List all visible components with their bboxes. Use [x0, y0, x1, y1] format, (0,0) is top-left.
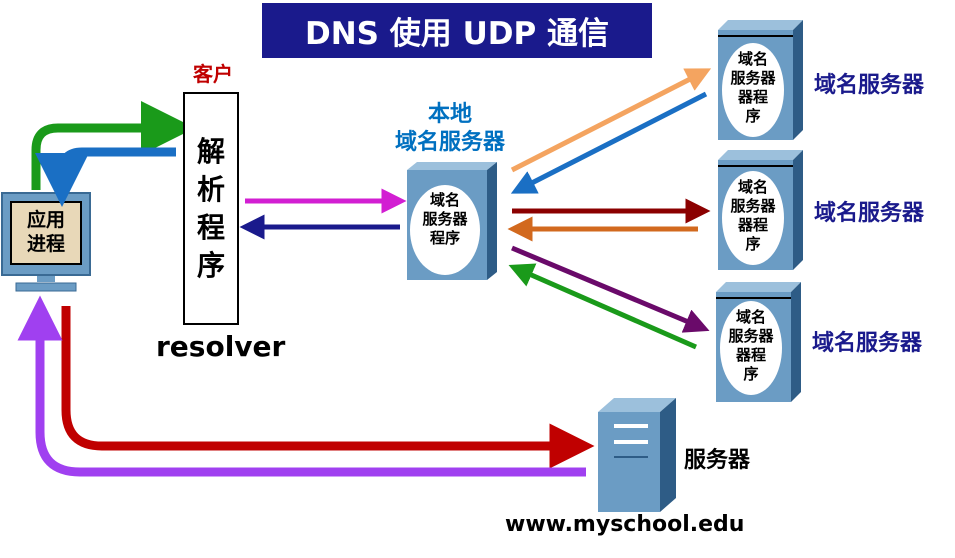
remote-dns-1-label: 域名服务器 [814, 73, 925, 98]
web-server-url: www.myschool.edu [505, 512, 745, 537]
local-dns-label-line1: 本地 [427, 102, 472, 127]
local-dns-box-line3: 程序 [429, 229, 460, 247]
remote-dns-1-line1: 域名 [737, 50, 768, 68]
remote-dns-3-line1: 域名 [735, 308, 766, 326]
remote-dns-1-line2: 服务器 [730, 69, 776, 87]
app-process-line2: 进程 [26, 233, 65, 255]
resolver-english-label: resolver [156, 330, 286, 363]
local-dns-label: 本地 域名服务器 [380, 101, 520, 157]
remote-dns-2-box-text: 域名 服务器 器程 序 [722, 178, 784, 254]
web-server-tower-icon [598, 398, 676, 512]
app-process-line1: 应用 [26, 209, 65, 231]
remote-dns-2-line2: 服务器 [730, 197, 776, 215]
remote-dns-2-line1: 域名 [737, 178, 768, 196]
app-to-resolver-arrow [31, 101, 195, 190]
remote-dns-3-line4: 序 [743, 365, 759, 383]
resolver-to-app-arrow [35, 147, 176, 207]
remote3-to-local-arrow [508, 263, 698, 350]
diagram-title: DNS 使用 UDP 通信 [262, 3, 652, 58]
local-dns-box-line1: 域名 [429, 191, 460, 209]
computer-icon [1, 192, 91, 292]
remote-dns-3-line2: 服务器 [728, 327, 774, 345]
resolver-box: 解析程序 [183, 92, 239, 325]
local-dns-box-text: 域名 服务器 程序 [410, 191, 480, 248]
local-to-remote1-arrow [510, 68, 712, 173]
app-process-label: 应用 进程 [11, 208, 81, 256]
remote-dns-1-line3: 器程 [737, 88, 768, 106]
local-dns-server-icon [407, 162, 497, 280]
remote-dns-2-line4: 序 [745, 235, 761, 253]
remote-dns-server-3-icon [716, 282, 801, 402]
webserver-to-app-arrow [17, 295, 586, 477]
remote-dns-2-line3: 器程 [737, 216, 768, 234]
remote-dns-3-line3: 器程 [735, 346, 766, 364]
remote-dns-3-label: 域名服务器 [812, 331, 923, 356]
remote-dns-1-box-text: 域名 服务器 器程 序 [722, 50, 784, 126]
remote-dns-3-box-text: 域名 服务器 器程 序 [720, 308, 782, 384]
remote-dns-1-line4: 序 [745, 107, 761, 125]
local-dns-box-line2: 服务器 [422, 210, 468, 228]
local-to-remote3-arrow [511, 245, 710, 333]
remote-dns-2-label: 域名服务器 [814, 201, 925, 226]
remote-dns-server-2-icon [718, 150, 803, 270]
local-dns-label-line2: 域名服务器 [394, 130, 505, 155]
remote-dns-server-1-icon [718, 20, 803, 140]
app-to-webserver-arrow [61, 306, 595, 469]
resolver-label: 解析程序 [196, 134, 225, 282]
web-server-label: 服务器 [684, 448, 751, 473]
remote1-to-local-arrow [510, 91, 708, 194]
client-label: 客户 [193, 62, 233, 86]
